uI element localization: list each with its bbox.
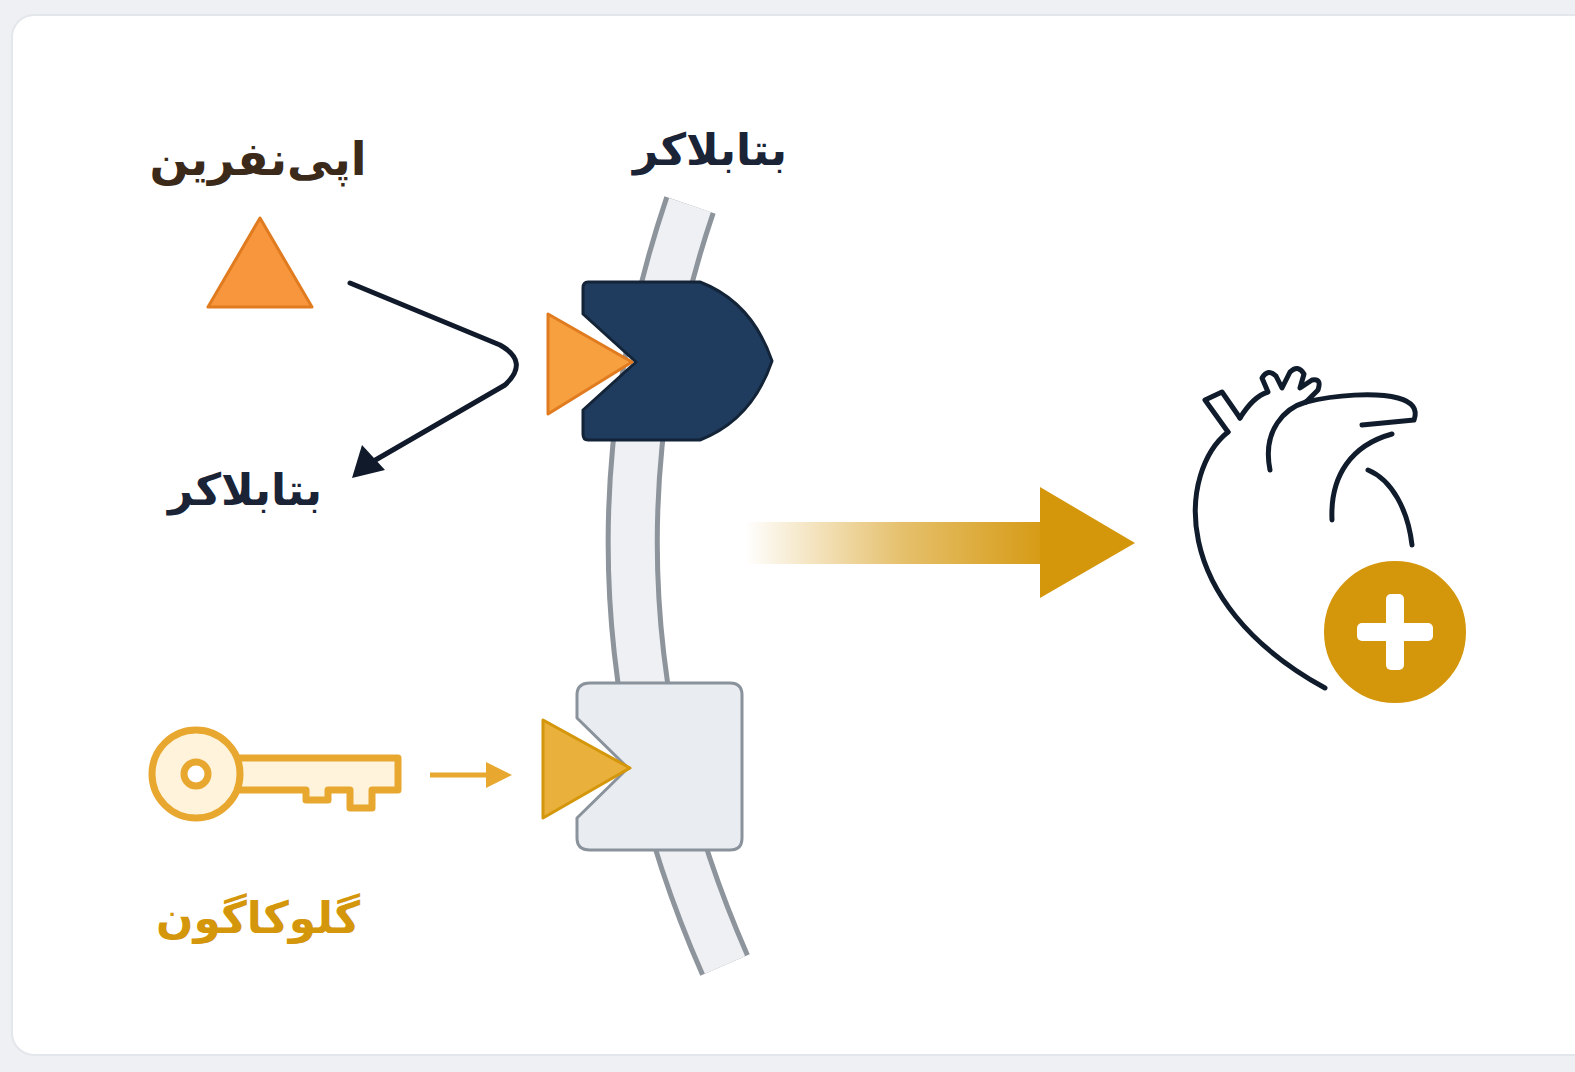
glucagon-key (152, 730, 398, 818)
small-arrow (430, 773, 490, 778)
bound-glucagon (543, 720, 630, 818)
small-arrow-head (486, 762, 512, 788)
curved-arrow (350, 283, 516, 462)
plus-badge (1321, 558, 1469, 706)
arrow-head (352, 445, 385, 478)
molecule-label: اپی‌نفرین (149, 132, 366, 187)
drug-label: بتابلاکر (168, 464, 322, 517)
bound-epinephrine (548, 314, 632, 414)
card-background (12, 15, 1575, 1055)
epinephrine-triangle (208, 218, 312, 307)
hormone-label: گلوکاگون (156, 892, 360, 945)
drug-label: بتابلاکر (633, 124, 787, 177)
big-arrow-head (1040, 487, 1135, 598)
big-arrow-shaft (745, 522, 1045, 564)
